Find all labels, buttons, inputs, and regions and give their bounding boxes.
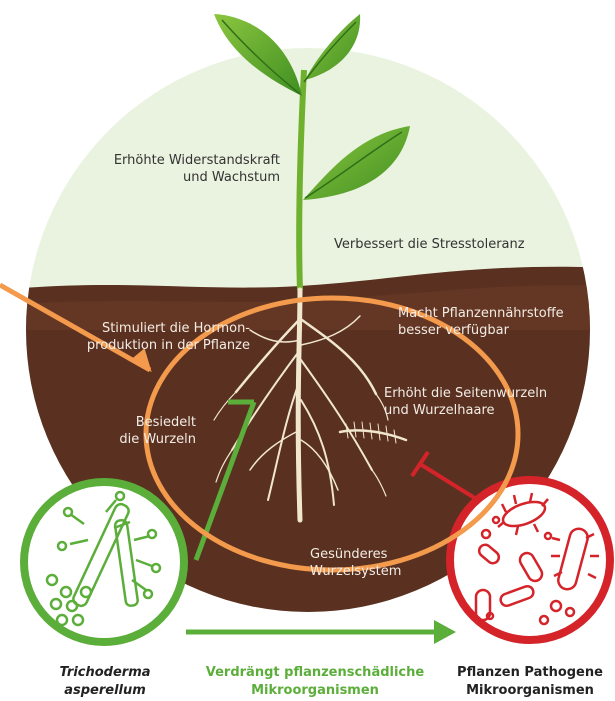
caption-displaces: Verdrängt pflanzenschädliche Mikroorgani…: [190, 664, 440, 700]
label-nutrients: Macht Pflanzennährstoffe besser verfügba…: [398, 305, 598, 339]
label-lateral-roots: Erhöht die Seitenwurzeln und Wurzelhaare: [384, 385, 594, 419]
trichoderma-icon: [24, 482, 184, 642]
pathogen-icon: [450, 480, 610, 640]
label-hormone: Stimuliert die Hormon- produktion in der…: [40, 320, 250, 354]
label-healthy-roots: Gesünderes Wurzelsystem: [310, 546, 450, 580]
label-colonize: Besiedelt die Wurzeln: [90, 414, 196, 448]
label-stress: Verbessert die Stresstoleranz: [334, 236, 574, 253]
caption-trichoderma: Trichoderma asperellum: [30, 664, 180, 700]
arrow-right-icon: [186, 620, 456, 644]
caption-pathogens: Pflanzen Pathogene Mikroorganismen: [450, 664, 610, 700]
label-resistance: Erhöhte Widerstandskraft und Wachstum: [60, 152, 280, 186]
